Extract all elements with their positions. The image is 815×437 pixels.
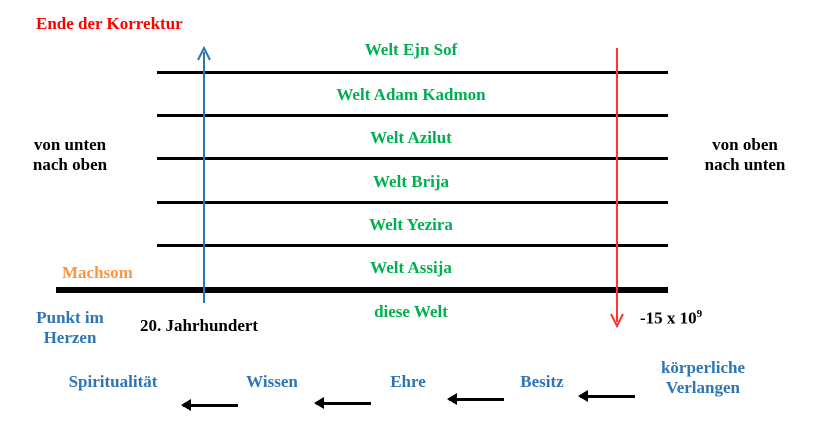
divider-line xyxy=(157,157,668,160)
time-label: -15 x 109 xyxy=(640,308,703,328)
world-yezira: Welt Yezira xyxy=(369,215,453,234)
arrow-left-icon xyxy=(181,399,238,411)
world-brija: Welt Brija xyxy=(372,172,450,191)
machsom-label: Machsom xyxy=(62,263,133,282)
arrow-left-icon xyxy=(314,397,371,409)
stage-wissen: Wissen xyxy=(246,372,298,391)
title: Ende der Korrektur xyxy=(36,14,183,33)
arrow-left-icon xyxy=(578,390,635,402)
divider-line xyxy=(157,114,668,117)
world-azilut: Welt Azilut xyxy=(370,128,452,147)
arrow-left-icon xyxy=(447,393,504,405)
world-this: diese Welt xyxy=(374,302,448,321)
divider-line xyxy=(157,71,668,74)
century-label: 20. Jahrhundert xyxy=(140,316,259,335)
world-adam-kadmon: Welt Adam Kadmon xyxy=(336,85,486,104)
divider-line xyxy=(157,201,668,204)
world-ejn-sof: Welt Ejn Sof xyxy=(364,40,458,59)
world-assija: Welt Assija xyxy=(370,258,452,277)
stage-ehre: Ehre xyxy=(390,372,426,391)
ascent-arrow-icon xyxy=(197,45,211,303)
stage-besitz: Besitz xyxy=(520,372,564,391)
descent-arrow-icon xyxy=(610,48,624,329)
divider-line xyxy=(157,244,668,247)
stage-spiritualitaet: Spiritualität xyxy=(68,372,158,391)
machsom-line xyxy=(56,287,668,293)
